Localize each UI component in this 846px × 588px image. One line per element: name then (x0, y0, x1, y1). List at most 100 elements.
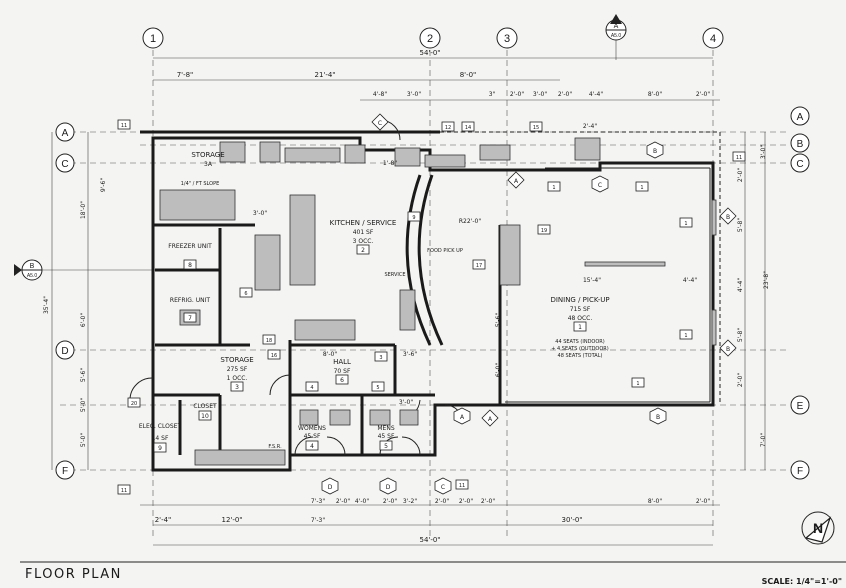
door-tag-b-right2: B (726, 346, 730, 353)
north-label: N (813, 520, 823, 536)
keynote-6: 6 (244, 291, 247, 297)
section-b-sheet: A5.0 (27, 273, 38, 279)
room-mens-name: MENS (377, 425, 394, 432)
dim-bottom-small-6: 3'-2" (403, 498, 417, 505)
dim-left-seg-3: 6'-0" (80, 313, 87, 327)
dim-left-seg-1: 18'-0" (80, 201, 87, 219)
drawing-title: FLOOR PLAN (25, 567, 122, 582)
dim-left-seg-5: 5'-0" (80, 398, 87, 412)
dim-inner-4: 6'-0" (495, 363, 502, 377)
keynote-1-c: 1 (684, 221, 687, 227)
room-storage-id: 3 (235, 384, 239, 391)
grid-row-c-right: C (796, 159, 803, 170)
keynote-17: 18 (266, 338, 272, 344)
seating-outdoor: + 4 SEATS (OUTDOOR) (551, 346, 609, 352)
dim-top-right-1: 4'-8" (373, 91, 387, 98)
dim-inner-8: 1'-8" (383, 160, 397, 167)
room-hall-id: 6 (340, 377, 344, 384)
dim-top-right-5: 3'-0" (533, 91, 547, 98)
dim-left-seg-6: 5'-0" (80, 433, 87, 447)
keynote-11-b: 11 (736, 155, 742, 161)
dim-left-seg-2: 9'-6" (100, 178, 107, 192)
room-closet-id: 10 (201, 413, 209, 420)
grid-col-2: 2 (427, 33, 433, 45)
room-refrig-id: 7 (188, 315, 192, 322)
dim-top-right-9: 2'-0" (696, 91, 710, 98)
keynote-11-c: 11 (121, 488, 127, 494)
dim-inner-3: 5'-6" (495, 313, 502, 327)
dim-inner-9: 2'-4" (583, 123, 597, 130)
room-kitchen-area: 401 SF (353, 229, 374, 236)
fsr-label: F.S.R. (268, 444, 282, 450)
room-storage-name: STORAGE (220, 356, 253, 364)
room-storage-3a-name: STORAGE (191, 151, 224, 159)
room-dining-id: 1 (578, 324, 582, 331)
dim-bottom-small-8: 2'-0" (459, 498, 473, 505)
grid-col-1: 1 (150, 33, 156, 45)
room-freezer-name: FREEZER UNIT (168, 243, 212, 250)
keynote-20: 20 (131, 401, 137, 407)
dim-bottom-small-2: 2'-0" (336, 498, 350, 505)
keynote-15: 16 (271, 353, 277, 359)
grid-row-c-left: C (61, 159, 68, 170)
dim-right-seg-2: 2'-0" (737, 168, 744, 182)
dim-top-overall: 54'-0" (419, 49, 440, 57)
room-refrig-name: REFRIG. UNIT (170, 297, 210, 304)
grid-lines (60, 40, 790, 540)
seating-total: 48 SEATS (TOTAL) (558, 353, 603, 359)
grid-row-f-right: F (797, 466, 803, 477)
right-dimensions: 23'-8" 3'-0" 2'-0" 5'-8" 4'-4" 5'-8" 2'-… (737, 132, 770, 470)
window-tag-c-side: C (598, 182, 602, 189)
dim-inner-1: 15'-4" (583, 277, 601, 284)
dim-bottom-small-4: 2'-0" (383, 498, 397, 505)
service-label: SERVICE (384, 272, 405, 278)
keynote-14: 15 (533, 125, 539, 131)
keynote-1-e: 1 (636, 381, 639, 387)
room-kitchen-occ: 3 OCC. (353, 238, 374, 245)
window-tag-a-bottom: A (460, 414, 465, 421)
drawing-scale: SCALE: 1/4"=1'-0" (762, 577, 842, 586)
window-tag-d-1: D (328, 484, 333, 491)
dim-left-overall: 35'-4" (43, 296, 50, 314)
room-storage-occ: 1 OCC. (227, 375, 248, 382)
room-elec-id: 9 (158, 445, 162, 452)
door-tag-c-top: C (378, 120, 382, 127)
dim-left-seg-4: 5'-6" (80, 368, 87, 382)
dim-inner-10: 3'-0" (253, 210, 267, 217)
dining-windows (505, 167, 717, 403)
section-mark-a: A A5.0 (605, 14, 627, 60)
kitchen-fixtures (159, 137, 601, 466)
grid-col-3: 3 (504, 33, 510, 45)
dim-bottom-right-2: 2'-0" (696, 498, 710, 505)
column-markers: 1 2 3 4 (142, 27, 724, 49)
dim-right-seg-7: 7'-0" (760, 433, 767, 447)
dim-bottom-small-1: 7'-3" (311, 498, 325, 505)
dim-bottom-seg-2: 12'-0" (221, 516, 242, 524)
dim-top-right-4: 2'-0" (510, 91, 524, 98)
room-womens-id: 4 (310, 443, 314, 450)
section-b-letter: B (30, 263, 35, 270)
room-womens-name: WOMENS (298, 425, 326, 432)
dim-bottom-small-7: 2'-0" (435, 498, 449, 505)
room-closet-name: CLOSET (193, 403, 217, 410)
radius-label: R22'-0" (459, 218, 481, 225)
keynote-11-a: 11 (121, 123, 127, 129)
room-mens-area: 45 SF (378, 433, 395, 440)
room-dining-name: DINING / PICK-UP (550, 296, 609, 304)
seating-indoor: 44 SEATS (INDOOR) (555, 339, 604, 345)
section-a-sheet: A5.0 (611, 33, 622, 39)
keynote-16: 17 (476, 263, 482, 269)
bottom-dimensions: 7'-3" 2'-0" 4'-0" 2'-0" 3'-2" 2'-0" 2'-0… (140, 498, 720, 546)
keynote-5: 5 (376, 385, 379, 391)
grid-row-e-right: E (797, 401, 804, 412)
dim-bottom-seg-3: 30'-0" (561, 516, 582, 524)
dim-right-seg-4: 4'-4" (737, 278, 744, 292)
window-tag-c-bottom: C (441, 484, 445, 491)
room-dining-area: 715 SF (570, 306, 591, 313)
keynote-18: 19 (541, 228, 547, 234)
dim-bottom-small-3: 4'-0" (355, 498, 369, 505)
room-kitchen-name: KITCHEN / SERVICE (330, 219, 397, 227)
dim-top-right-8: 8'-0" (648, 91, 662, 98)
room-storage-3a-id: 3A (204, 161, 213, 168)
keynote-1-a: 1 (552, 185, 555, 191)
